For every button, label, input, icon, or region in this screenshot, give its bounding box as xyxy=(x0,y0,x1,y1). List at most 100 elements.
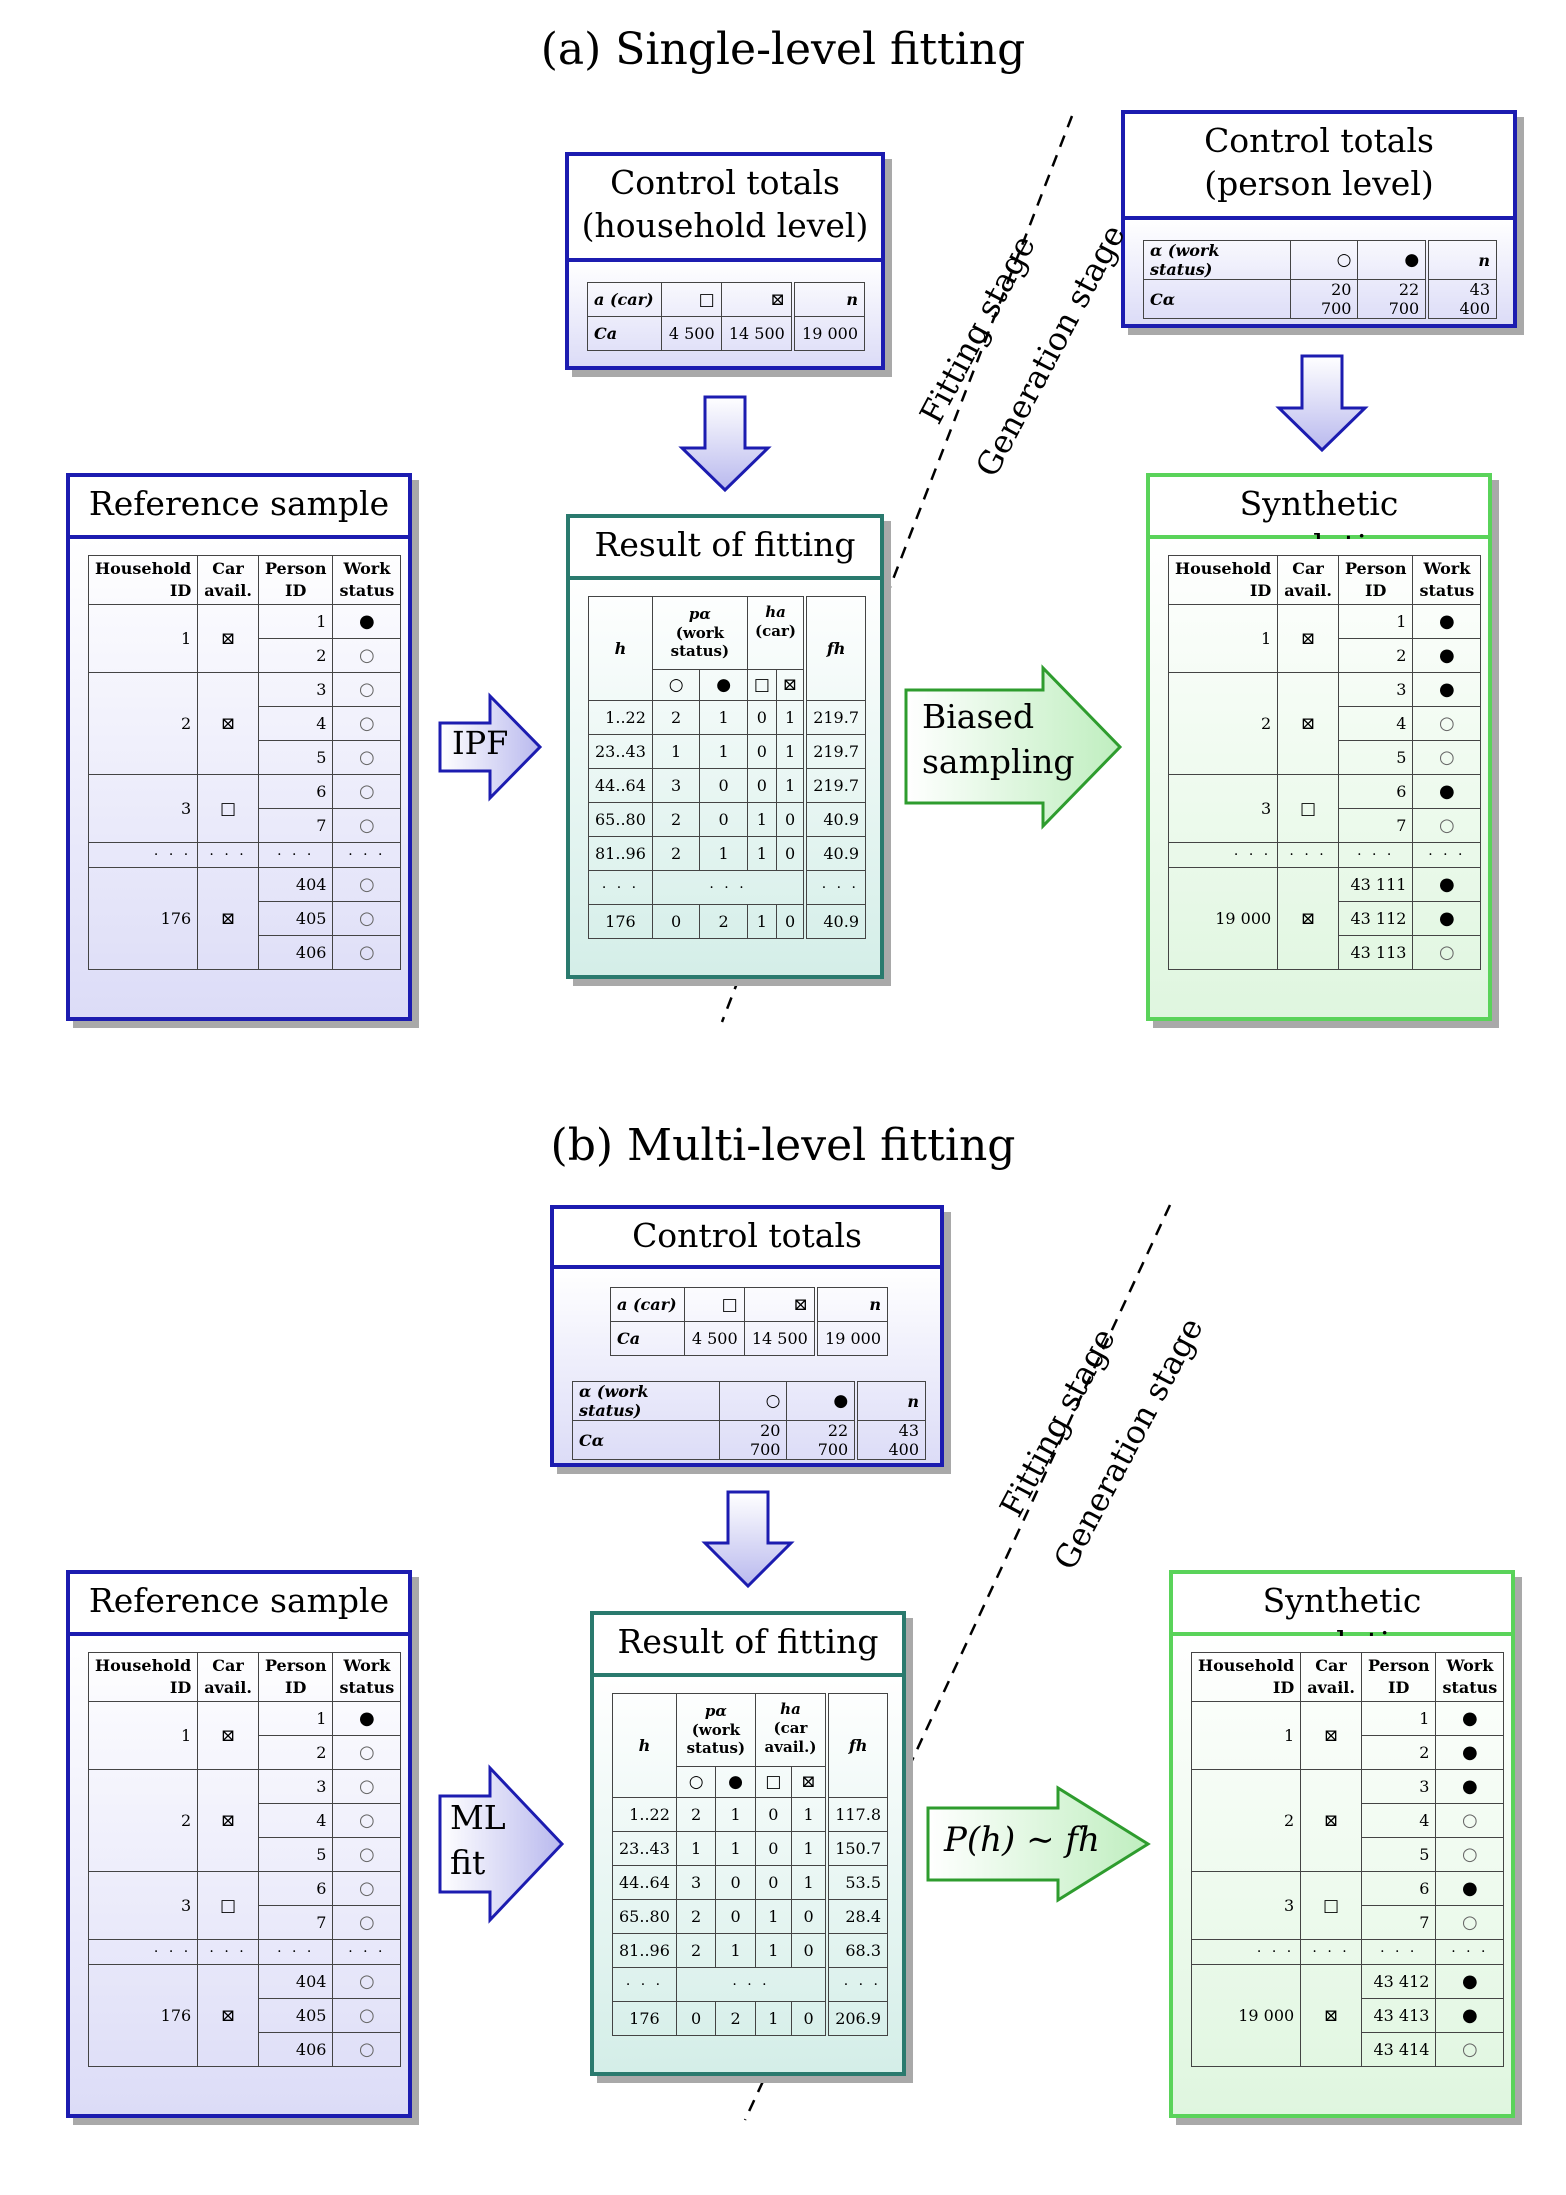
work-status-cell: ● xyxy=(1435,1701,1505,1736)
h-range-cell: 1..22 xyxy=(588,700,653,735)
car-availability-cell: □ xyxy=(1300,1871,1362,1940)
ellipsis-cell: · · · xyxy=(1337,842,1414,868)
count-cell: 0 xyxy=(775,904,806,939)
control-totals-household-panel: Control totals (household level) a (car)… xyxy=(565,152,885,370)
value-cell: 19 000 xyxy=(813,1321,888,1356)
work-status-cell: ○ xyxy=(1412,740,1482,775)
household-id-cell: 2 xyxy=(87,672,199,775)
work-status-cell: ○ xyxy=(332,1837,402,1872)
work-status-cell: ○ xyxy=(332,1735,402,1770)
value-cell: 14 500 xyxy=(743,1321,817,1356)
household-id-cell: 2 xyxy=(1190,1769,1302,1872)
person-id-cell: 404 xyxy=(257,867,334,902)
column-header: Household ID xyxy=(87,1652,199,1702)
count-cell: 1 xyxy=(675,1831,717,1866)
value-cell: 20 700 xyxy=(718,1420,788,1460)
control-household-table: a (car) □ ⊠ n Ca 4 500 14 500 19 000 xyxy=(587,282,865,351)
ellipsis-cell: · · · xyxy=(257,842,334,868)
not-working-symbol: ○ xyxy=(718,1381,788,1421)
household-id-cell: 1 xyxy=(1167,604,1279,673)
count-cell: 2 xyxy=(651,700,701,735)
count-cell: 0 xyxy=(775,802,806,837)
person-id-cell: 405 xyxy=(257,1998,334,2033)
row-label: a (car) xyxy=(587,282,662,317)
count-cell: 1 xyxy=(715,1933,756,1968)
person-id-cell: 43 113 xyxy=(1337,935,1414,970)
work-status-cell: ○ xyxy=(332,2032,402,2067)
arrow-probability xyxy=(926,1785,1151,1903)
car-availability-cell: ⊠ xyxy=(1277,867,1339,970)
column-header: Work status xyxy=(332,555,402,605)
count-cell: 1 xyxy=(775,700,806,735)
person-id-cell: 6 xyxy=(257,1871,334,1906)
person-id-cell: 3 xyxy=(257,672,334,707)
h-a-header: ha(car) xyxy=(746,596,806,670)
value-label: Ca xyxy=(587,316,662,351)
category-symbol: □ xyxy=(746,669,777,701)
work-status-cell: ● xyxy=(332,1701,402,1736)
count-cell: 0 xyxy=(754,1797,792,1832)
arrow-biased-sampling xyxy=(904,664,1123,830)
household-id-cell: 176 xyxy=(87,1964,199,2067)
h-range-cell: 1..22 xyxy=(612,1797,677,1832)
count-cell: 2 xyxy=(715,2001,756,2036)
work-status-cell: ○ xyxy=(332,1998,402,2033)
section-a-title: (a) Single-level fitting xyxy=(540,24,1026,75)
person-id-cell: 2 xyxy=(1337,638,1414,673)
work-status-cell: ○ xyxy=(1435,1803,1505,1838)
ml-word: ML xyxy=(450,1798,506,1837)
person-id-cell: 2 xyxy=(1360,1735,1437,1770)
count-cell: 1 xyxy=(754,1933,792,1968)
person-id-cell: 6 xyxy=(1337,774,1414,809)
household-id-cell: 2 xyxy=(1167,672,1279,775)
n-label: n xyxy=(854,1381,927,1421)
ellipsis-cell: · · · xyxy=(803,870,867,905)
column-header: Car avail. xyxy=(1277,555,1339,605)
p-sub: (work status) xyxy=(670,623,730,661)
h-label: ha xyxy=(780,1700,801,1718)
work-status-cell: ○ xyxy=(332,774,402,809)
person-id-cell: 43 413 xyxy=(1360,1998,1437,2033)
work-status-cell: ○ xyxy=(1435,1837,1505,1872)
count-cell: 2 xyxy=(699,904,748,939)
ellipsis-cell: · · · xyxy=(1277,842,1339,868)
person-id-cell: 7 xyxy=(257,808,334,843)
value-cell: 19 000 xyxy=(790,316,865,351)
category-symbol: ⊠ xyxy=(790,1766,828,1798)
work-status-cell: ○ xyxy=(332,672,402,707)
f-value-cell: 219.7 xyxy=(803,768,867,803)
value-label: Cα xyxy=(572,1420,720,1460)
count-cell: 1 xyxy=(699,836,748,871)
control-person-title-line2: (person level) xyxy=(1204,163,1434,203)
column-header: Person ID xyxy=(257,1652,334,1702)
h-range-cell: 65..80 xyxy=(612,1899,677,1934)
car-availability-cell: ⊠ xyxy=(197,604,259,673)
car-availability-cell: ⊠ xyxy=(1300,1769,1362,1872)
work-status-cell: ● xyxy=(1435,1871,1505,1906)
arrow-ml-fit xyxy=(438,1764,565,1924)
ellipsis-cell: · · · xyxy=(651,870,806,905)
ml-fit-label: ML fit xyxy=(450,1796,506,1885)
f-value-cell: 219.7 xyxy=(803,734,867,769)
count-cell: 2 xyxy=(651,836,701,871)
work-status-cell: ● xyxy=(1435,1964,1505,1999)
work-status-cell: ● xyxy=(1412,604,1482,639)
control-household-table-b: a (car) □ ⊠ n Ca 4 500 14 500 19 000 xyxy=(610,1287,888,1356)
count-cell: 2 xyxy=(675,1797,717,1832)
row-label: a (car) xyxy=(610,1287,685,1322)
count-cell: 1 xyxy=(790,1797,828,1832)
person-id-cell: 7 xyxy=(257,1905,334,1940)
work-status-cell: ● xyxy=(1435,1769,1505,1804)
person-id-cell: 43 112 xyxy=(1337,901,1414,936)
count-cell: 1 xyxy=(775,768,806,803)
car-symbol: ⊠ xyxy=(743,1287,817,1322)
h-a-header: ha(car avail.) xyxy=(754,1693,828,1767)
count-cell: 0 xyxy=(699,768,748,803)
household-id-cell: 3 xyxy=(87,774,199,843)
fitting-title: Result of fitting xyxy=(594,1615,902,1677)
